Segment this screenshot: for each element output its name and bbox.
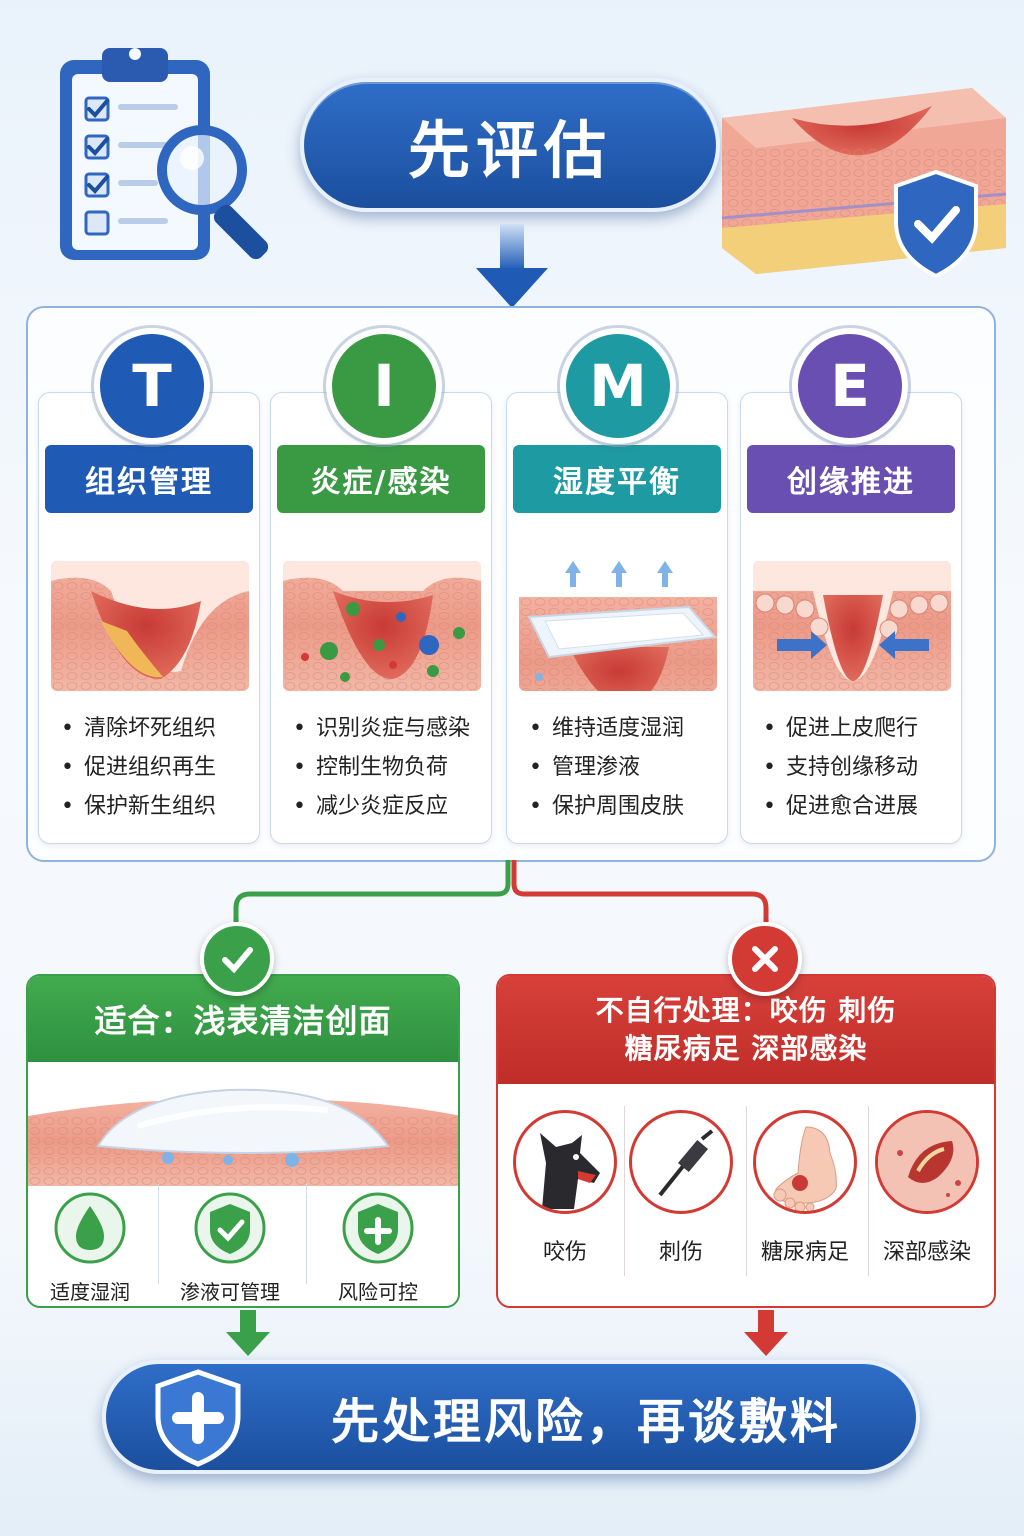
- risk-deep-infection: 深部感染: [868, 1110, 986, 1266]
- shield-plus-icon: [342, 1192, 414, 1264]
- feature-moisture: 适度湿润: [20, 1190, 160, 1305]
- risk-puncture: 刺伤: [622, 1110, 740, 1266]
- risk-label: 深部感染: [882, 1240, 971, 1265]
- cross-icon: [728, 922, 802, 996]
- moisture-dressing-illustration: [519, 561, 717, 691]
- list-item: 减少炎症反应: [293, 787, 470, 826]
- column-title: 创缘推进: [747, 445, 955, 513]
- time-column-t: 组织管理 清除坏死组织 促进组织再生 保护新生组织: [38, 392, 260, 844]
- list-item: 控制生物负荷: [293, 748, 470, 787]
- letter-i-badge: I: [332, 334, 436, 438]
- column-title: 炎症/感染: [277, 445, 485, 513]
- risk-diabetic-foot: 糖尿病足: [746, 1110, 864, 1266]
- dressing-illustration: [28, 1088, 458, 1186]
- arrow-down-green-icon: [226, 1310, 270, 1356]
- page-title: 先评估: [300, 78, 720, 212]
- time-column-i: 炎症/感染 识别炎症与感染 控制生物负荷 减少炎症反应: [270, 392, 492, 844]
- list-item: 管理渗液: [529, 748, 684, 787]
- not-suitable-title-line1: 不自行处理：咬伤 刺伤: [595, 994, 897, 1027]
- feature-label: 风险可控: [338, 1280, 418, 1304]
- branch-connector: [233, 860, 769, 930]
- footer-banner: 先处理风险，再谈敷料: [102, 1360, 920, 1474]
- list-item: 维持适度湿润: [529, 709, 684, 748]
- deep-infection-icon: [875, 1110, 979, 1214]
- letter-m-badge: M: [566, 334, 670, 438]
- droplet-icon: [54, 1192, 126, 1264]
- arrow-down-icon: [476, 224, 548, 308]
- letter-t-badge: T: [100, 334, 204, 438]
- time-column-e: 创缘推进 促进上皮爬行 支持创缘移动 促进愈合进展: [740, 392, 962, 844]
- list-item: 促进愈合进展: [763, 787, 918, 826]
- shield-plus-icon: [155, 1369, 241, 1467]
- list-item: 支持创缘移动: [763, 748, 918, 787]
- risk-label: 咬伤: [542, 1240, 587, 1265]
- list-item: 保护周围皮肤: [529, 787, 684, 826]
- tissue-wound-illustration: [51, 561, 249, 691]
- not-suitable-title-line2: 糖尿病足 深部感染: [624, 1032, 868, 1065]
- feature-exudate: 渗液可管理: [160, 1190, 300, 1305]
- column-list: 维持适度湿润 管理渗液 保护周围皮肤: [529, 709, 684, 826]
- footer-slogan: 先处理风险，再谈敷料: [330, 1394, 841, 1450]
- list-item: 清除坏死组织: [61, 709, 216, 748]
- risk-bite: 咬伤: [506, 1110, 624, 1266]
- infection-wound-illustration: [283, 561, 481, 691]
- letter-e-badge: E: [798, 334, 902, 438]
- dog-icon: [513, 1110, 617, 1214]
- time-column-m: 湿度平衡 维持适度湿润 管理渗液 保护周围皮肤: [506, 392, 728, 844]
- list-item: 促进上皮爬行: [763, 709, 918, 748]
- diabetic-foot-icon: [753, 1110, 857, 1214]
- feature-label: 适度湿润: [50, 1280, 130, 1304]
- thorn-icon: [629, 1110, 733, 1214]
- list-item: 促进组织再生: [61, 748, 216, 787]
- column-title: 组织管理: [45, 445, 253, 513]
- wound-edge-illustration: [753, 561, 951, 691]
- risk-label: 刺伤: [658, 1240, 703, 1265]
- clipboard-magnifier-icon: [52, 40, 302, 270]
- arrow-down-red-icon: [744, 1310, 788, 1356]
- check-icon: [200, 922, 274, 996]
- feature-label: 渗液可管理: [180, 1280, 280, 1304]
- not-suitable-title: 不自行处理：咬伤 刺伤 糖尿病足 深部感染: [498, 976, 994, 1084]
- column-title: 湿度平衡: [513, 445, 721, 513]
- risk-label: 糖尿病足: [760, 1240, 849, 1265]
- column-list: 识别炎症与感染 控制生物负荷 减少炎症反应: [293, 709, 470, 826]
- column-list: 促进上皮爬行 支持创缘移动 促进愈合进展: [763, 709, 918, 826]
- skin-shield-illustration: [712, 78, 1012, 279]
- feature-risk: 风险可控: [308, 1190, 448, 1305]
- shield-check-icon: [194, 1192, 266, 1264]
- list-item: 保护新生组织: [61, 787, 216, 826]
- column-list: 清除坏死组织 促进组织再生 保护新生组织: [61, 709, 216, 826]
- list-item: 识别炎症与感染: [293, 709, 470, 748]
